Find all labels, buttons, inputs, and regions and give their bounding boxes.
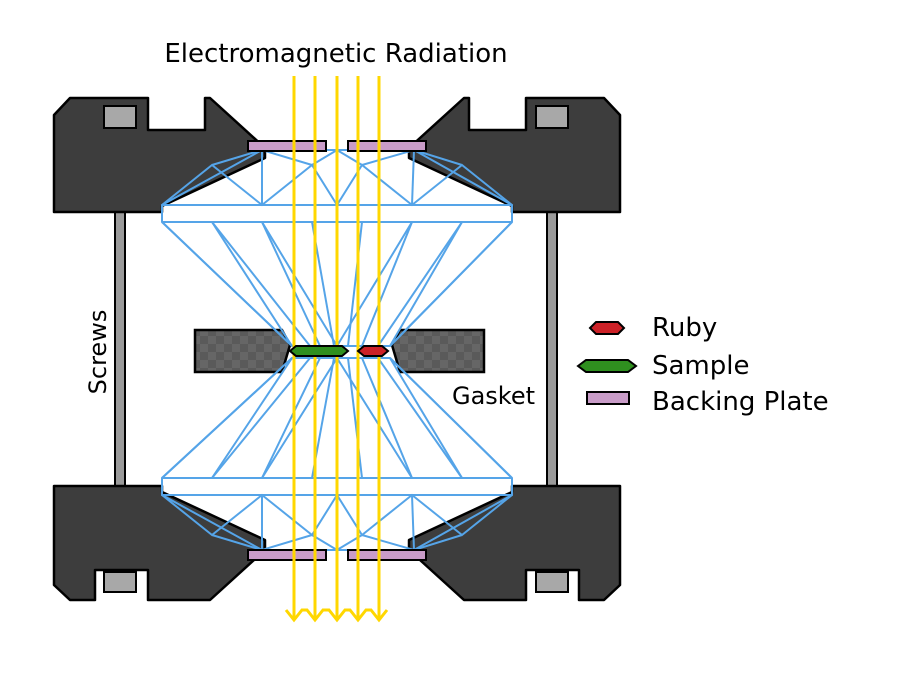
diagram-title: Electromagnetic Radiation [164, 39, 507, 69]
screw-head-top-left [103, 105, 137, 129]
legend-ruby-label: Ruby [652, 313, 717, 343]
backing-plate-bottom-right [347, 549, 427, 561]
ruby [356, 345, 390, 357]
gasket-right [390, 328, 486, 374]
legend: Ruby Sample Backing Plate [576, 313, 829, 417]
legend-backing-plate-label: Backing Plate [652, 387, 829, 417]
screw-head-top-right [535, 105, 569, 129]
screw-head-bottom-left [103, 571, 137, 593]
legend-backing-plate-swatch [586, 391, 630, 405]
gasket-label: Gasket [452, 382, 535, 410]
bottom-cell-body [52, 484, 622, 602]
screw-rod-right [546, 209, 558, 489]
screw-head-bottom-right [535, 571, 569, 593]
backing-plate-bottom-left [247, 549, 327, 561]
bottom-right-block [407, 484, 622, 602]
backing-plates [247, 140, 427, 561]
gasket-left [193, 328, 292, 374]
screw-rod-left [114, 209, 126, 489]
top-left-block [52, 96, 267, 214]
sample [288, 345, 350, 357]
bottom-left-block [52, 484, 267, 602]
gasket [193, 328, 486, 374]
top-right-block [407, 96, 622, 214]
radiation-arrowheads [284, 608, 389, 623]
backing-plate-top-left [247, 140, 327, 152]
legend-ruby-swatch [588, 321, 626, 335]
legend-sample-label: Sample [652, 351, 750, 381]
legend-sample-swatch [576, 359, 638, 373]
screws-label: Screws [84, 310, 112, 395]
backing-plate-top-right [347, 140, 427, 152]
